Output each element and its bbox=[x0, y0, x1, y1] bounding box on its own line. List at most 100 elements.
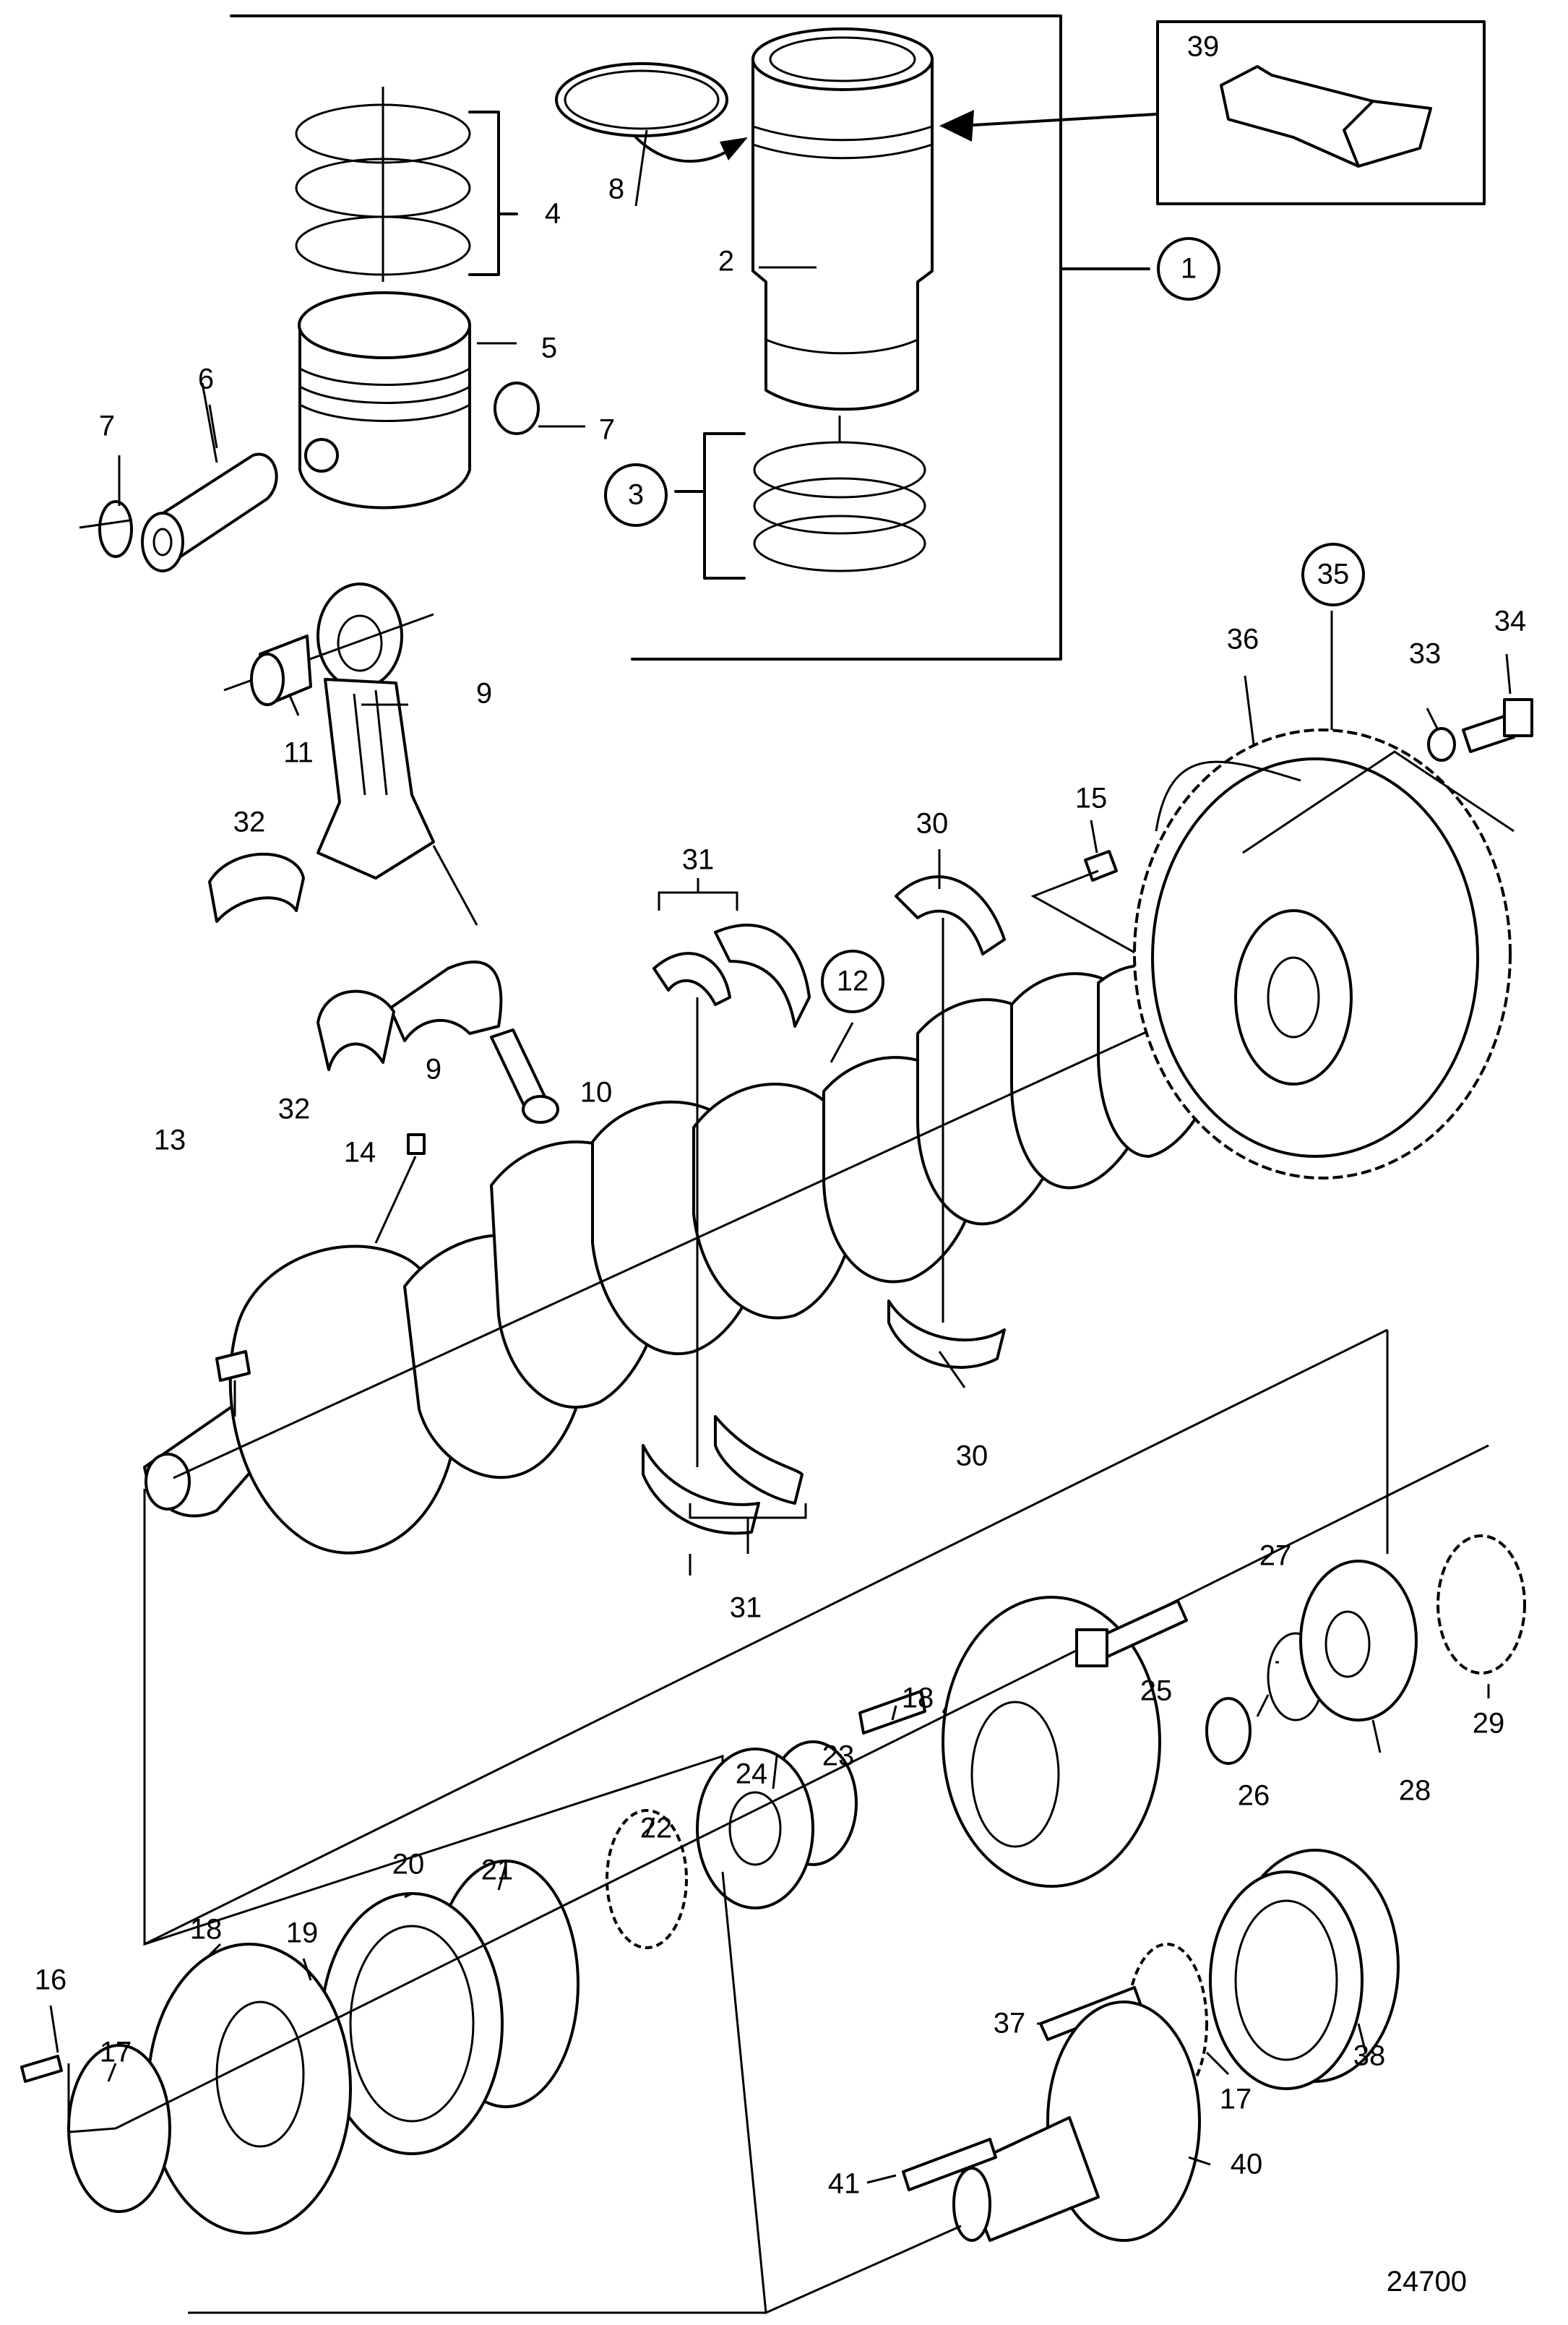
callout-c13: 13 bbox=[154, 1125, 186, 1156]
callout-c37: 37 bbox=[994, 2008, 1026, 2040]
big-end-bearing-lower bbox=[316, 989, 395, 1071]
callout-c11: 11 bbox=[283, 737, 314, 769]
callout-circle-c35 bbox=[1301, 543, 1365, 606]
piston-pin bbox=[141, 382, 278, 572]
callout-c1: 1 bbox=[1181, 253, 1197, 285]
callout-c31b: 31 bbox=[730, 1592, 762, 1624]
liner-kit-bracket bbox=[230, 14, 1150, 661]
flywheel-bolt-bracket bbox=[1242, 750, 1515, 854]
crank-gear bbox=[1436, 1534, 1526, 1675]
big-end-bearing-upper bbox=[208, 852, 305, 923]
callout-c5: 5 bbox=[541, 332, 557, 364]
callout-c9a: 9 bbox=[476, 678, 492, 710]
flywheel bbox=[1133, 729, 1512, 1179]
callout-c18a: 18 bbox=[190, 1914, 223, 1946]
arrow-to-liner bbox=[960, 113, 1158, 127]
callout-c40: 40 bbox=[1231, 2149, 1263, 2180]
main-bearing-lower bbox=[887, 1299, 1006, 1369]
callout-c35: 35 bbox=[1317, 559, 1350, 590]
callout-circle-c12 bbox=[821, 950, 884, 1013]
leader-lines bbox=[49, 129, 1512, 2184]
piston bbox=[298, 291, 517, 510]
callout-c30a: 30 bbox=[916, 808, 949, 840]
bolt-16 bbox=[20, 2055, 63, 2083]
vibration-damper-lower bbox=[147, 1943, 352, 2235]
callout-c41: 41 bbox=[828, 2168, 861, 2200]
callout-c17b: 17 bbox=[1220, 2084, 1252, 2115]
arrowhead-icon bbox=[939, 110, 974, 142]
callout-c8: 8 bbox=[608, 173, 624, 205]
woodruff-key bbox=[215, 1350, 251, 1382]
callout-c14: 14 bbox=[344, 1137, 376, 1169]
callout-c29: 29 bbox=[1473, 1708, 1505, 1740]
thrust-washer-upper-a bbox=[652, 952, 731, 1006]
callout-c20: 20 bbox=[392, 1849, 425, 1881]
small-end-bushing bbox=[250, 635, 312, 706]
damper-stud bbox=[858, 1690, 926, 1735]
crank-gear-hub bbox=[1299, 1560, 1418, 1722]
callout-c3: 3 bbox=[628, 479, 644, 511]
arrow-ring-to-liner bbox=[634, 136, 738, 163]
callout-c32b: 32 bbox=[278, 1093, 311, 1125]
crankshaft-hub bbox=[696, 1740, 858, 1909]
callout-c34: 34 bbox=[1494, 606, 1527, 637]
figure-reference-number: 24700 bbox=[1387, 2266, 1467, 2298]
callout-c24: 24 bbox=[736, 1758, 768, 1790]
power-take-off-shaft bbox=[952, 2000, 1201, 2242]
circlip-right bbox=[494, 382, 540, 435]
callout-c16: 16 bbox=[35, 1964, 67, 1996]
washer-26 bbox=[1205, 1697, 1252, 1765]
callout-c31a: 31 bbox=[682, 844, 715, 876]
connecting-rod bbox=[223, 583, 478, 926]
callout-c23: 23 bbox=[822, 1740, 855, 1772]
thrust-washer-lower-b bbox=[714, 1415, 804, 1505]
callout-c6: 6 bbox=[198, 364, 214, 395]
callout-c9b: 9 bbox=[426, 1054, 441, 1086]
callout-c4: 4 bbox=[545, 198, 561, 230]
belt-pulley bbox=[1209, 1849, 1400, 2090]
circlip-left bbox=[98, 500, 133, 558]
callout-c10: 10 bbox=[580, 1077, 613, 1109]
callout-c25: 25 bbox=[1140, 1675, 1173, 1707]
callout-circle-c3 bbox=[604, 463, 668, 527]
main-bearing-upper bbox=[895, 875, 1006, 955]
vibration-damper-upper bbox=[942, 1596, 1161, 1888]
callout-c18b: 18 bbox=[902, 1682, 934, 1714]
flywheel-pin bbox=[1084, 850, 1118, 882]
callout-c12: 12 bbox=[837, 966, 869, 997]
callout-c28: 28 bbox=[1399, 1775, 1431, 1807]
callout-circle-c1 bbox=[1157, 237, 1220, 301]
callout-c2: 2 bbox=[718, 246, 734, 278]
dowel-pin bbox=[407, 1133, 426, 1155]
callout-c17a: 17 bbox=[100, 2037, 132, 2068]
flywheel-washer bbox=[1427, 727, 1456, 762]
callout-c30b: 30 bbox=[956, 1440, 988, 1472]
callout-c7b: 7 bbox=[599, 414, 615, 446]
shim-flange-lower bbox=[67, 2044, 171, 2213]
piston-rings bbox=[295, 87, 518, 282]
rod-cap bbox=[389, 960, 503, 1042]
callout-c32a: 32 bbox=[233, 807, 266, 838]
callout-c7a: 7 bbox=[99, 411, 115, 442]
liner-seal-ring bbox=[555, 62, 728, 137]
callout-c27: 27 bbox=[1259, 1540, 1292, 1572]
callout-c19: 19 bbox=[286, 1917, 319, 1949]
liner-o-rings bbox=[674, 416, 926, 580]
lock-washer bbox=[606, 1809, 688, 1949]
sealant-tube-icon bbox=[1220, 65, 1432, 168]
callout-c26: 26 bbox=[1238, 1780, 1270, 1812]
callout-c21: 21 bbox=[481, 1855, 514, 1886]
thrust-washer-lower-a bbox=[642, 1444, 760, 1535]
callout-c39: 39 bbox=[1187, 31, 1220, 63]
callout-c36: 36 bbox=[1227, 624, 1259, 656]
bolt-41 bbox=[902, 2138, 997, 2191]
thrust-washer-upper-b bbox=[714, 924, 811, 1028]
callout-c15: 15 bbox=[1075, 783, 1108, 815]
cylinder-liner bbox=[751, 27, 934, 411]
callout-c33: 33 bbox=[1409, 638, 1442, 670]
crankshaft bbox=[143, 960, 1301, 1555]
sealing-compound-box bbox=[1156, 20, 1486, 205]
callout-c38: 38 bbox=[1353, 2040, 1386, 2072]
